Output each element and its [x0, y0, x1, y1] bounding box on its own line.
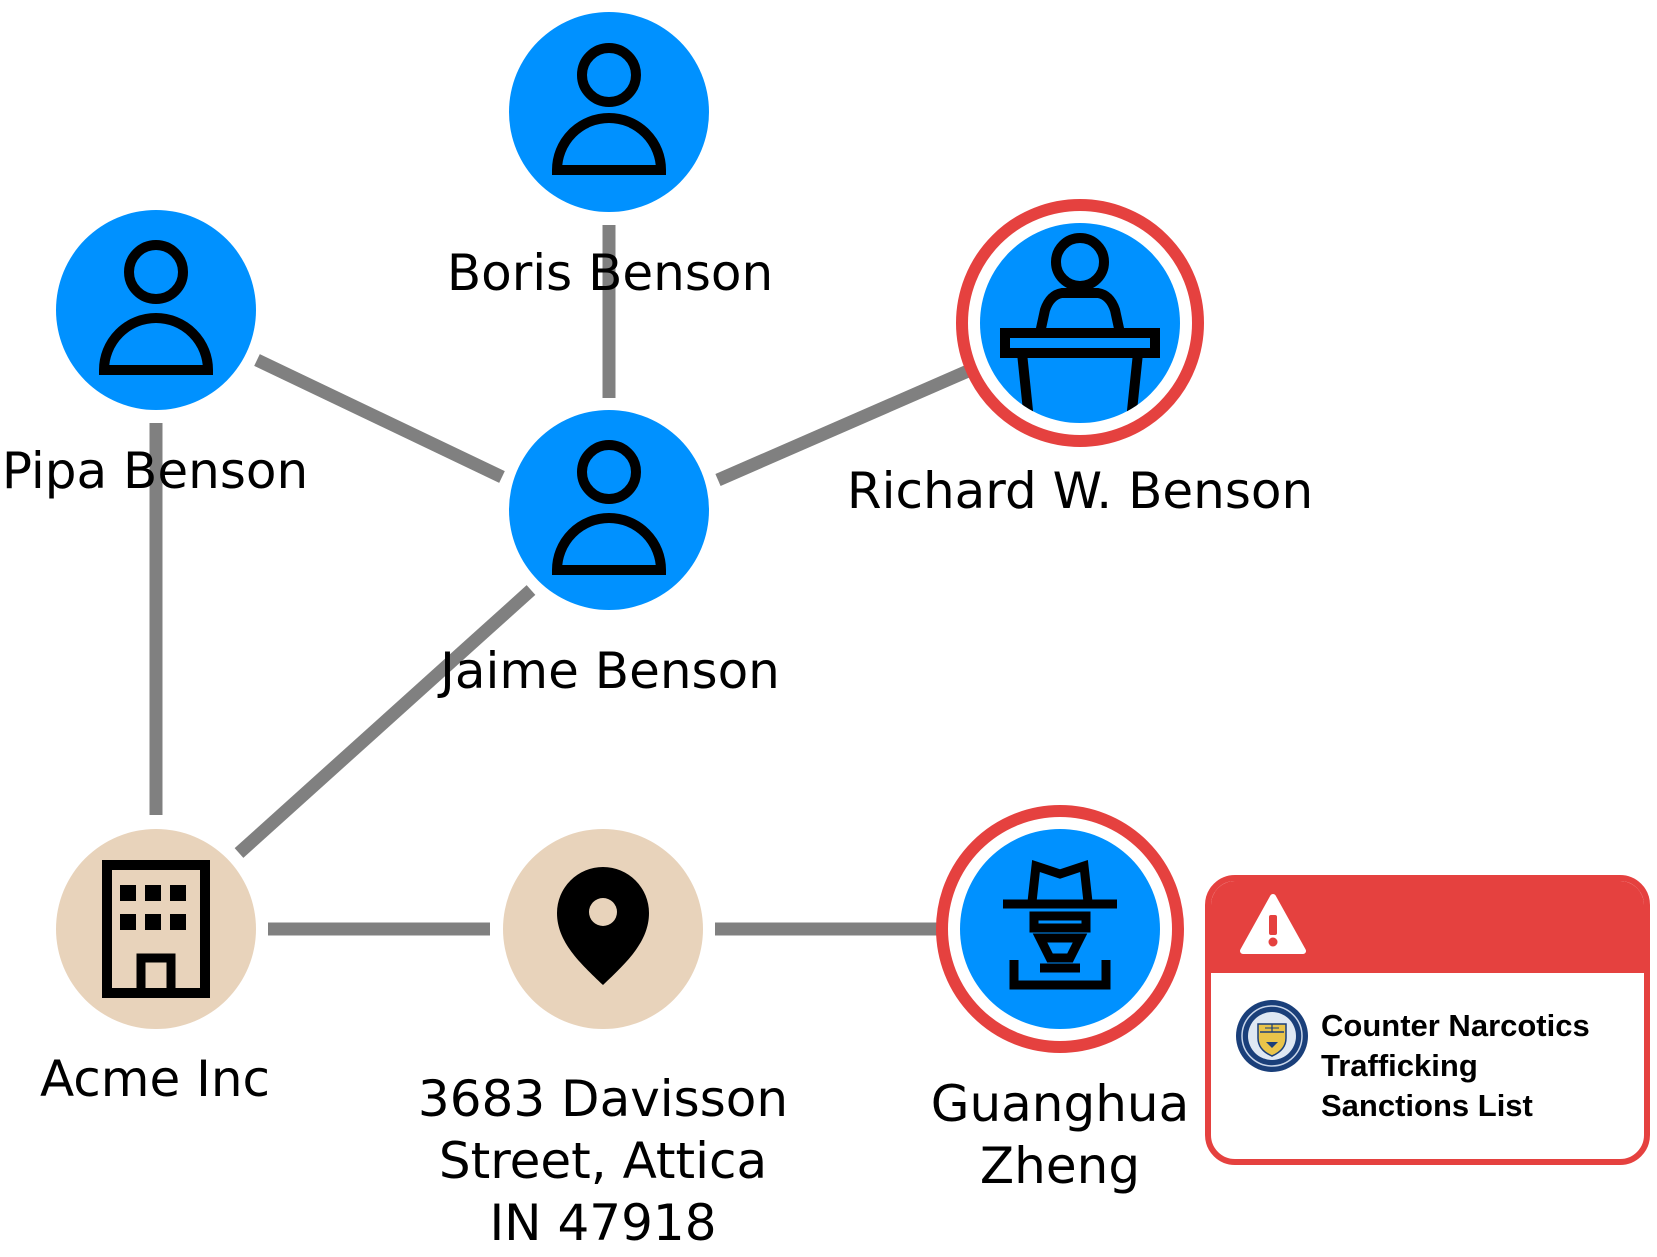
label-address: 3683 Davisson Street, Attica IN 47918 [417, 1070, 789, 1252]
treasury-seal-icon [1236, 1000, 1308, 1072]
edge-pipa-jaime [254, 354, 505, 483]
node-pipa[interactable] [56, 210, 256, 410]
node-jaime[interactable] [509, 410, 709, 610]
node-guanghua[interactable] [936, 805, 1184, 1053]
node-address[interactable] [503, 829, 703, 1029]
sanctions-alert-card[interactable]: Counter Narcotics Trafficking Sanctions … [1205, 875, 1650, 1165]
label-richard: Richard W. Benson [846, 462, 1314, 520]
label-boris: Boris Benson [446, 244, 774, 302]
person-icon [551, 43, 667, 175]
node-boris[interactable] [509, 12, 709, 212]
person-icon [98, 240, 214, 375]
node-acme[interactable] [56, 829, 256, 1029]
location-pin-icon [557, 867, 649, 985]
warning-icon [1240, 894, 1306, 954]
building-icon [102, 860, 210, 998]
edge-jaime-richard [715, 365, 971, 486]
label-jaime: Jaime Benson [440, 642, 780, 700]
edges [149, 225, 971, 936]
alert-header [1211, 881, 1644, 973]
label-acme: Acme Inc [39, 1050, 271, 1108]
label-guanghua: Guanghua Zheng [930, 1075, 1190, 1195]
node-richard[interactable] [956, 199, 1204, 447]
edge-jaime-acme [234, 585, 536, 858]
spy-icon [1003, 859, 1117, 990]
label-pipa: Pipa Benson [1, 442, 309, 500]
person-icon [551, 440, 667, 575]
alert-title: Counter Narcotics Trafficking Sanctions … [1321, 1008, 1590, 1123]
politician-podium-icon [1000, 233, 1160, 423]
